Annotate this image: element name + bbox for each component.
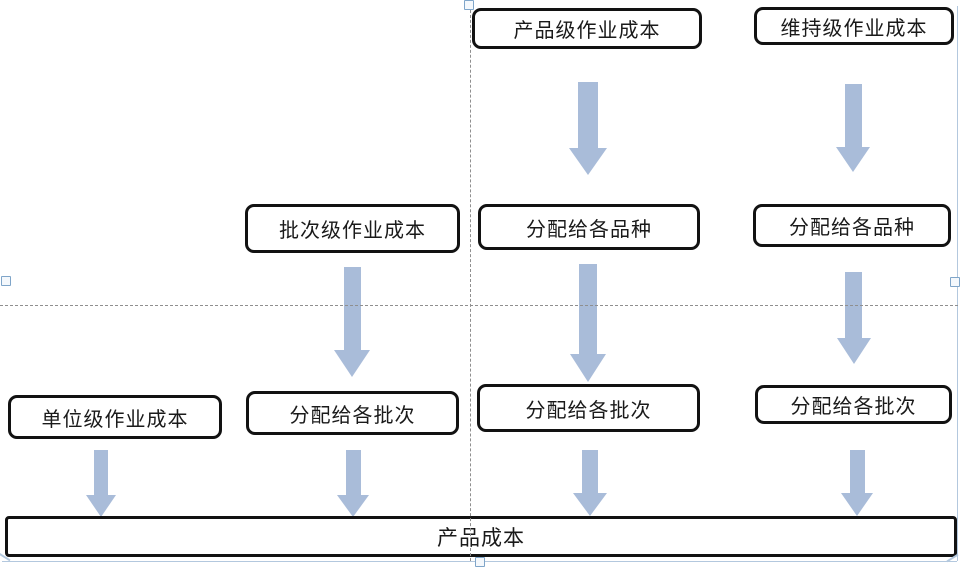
arrow-head-icon [86,495,116,517]
resize-handle-right[interactable] [950,277,960,287]
arrow-sustaining-to-varieties[interactable] [836,84,870,172]
arrow-shaft [579,264,597,354]
node-label: 产品成本 [437,525,525,550]
arrow-shaft [343,267,361,350]
node-allocate-to-varieties-2[interactable]: 分配给各品种 [753,204,951,247]
arrow-shaft [582,450,598,493]
resize-handle-left[interactable] [1,276,11,286]
arrow-batches1-to-product-cost[interactable] [337,450,369,517]
vertical-dashed-guide [470,0,471,561]
node-label: 分配给各品种 [789,217,915,239]
arrow-product-level-to-varieties[interactable] [569,82,607,175]
node-allocate-to-batches-3[interactable]: 分配给各批次 [755,385,952,424]
arrow-batches3-to-product-cost[interactable] [841,450,873,516]
node-label: 产品级作业成本 [513,20,661,42]
node-product-level-cost[interactable]: 产品级作业成本 [472,8,702,49]
arrow-batches2-to-product-cost[interactable] [573,450,607,516]
arrow-head-icon [573,493,607,516]
arrow-head-icon [841,493,873,516]
node-label: 分配给各批次 [525,399,652,422]
node-label: 批次级作业成本 [279,220,426,242]
horizontal-dashed-guide [0,305,958,306]
node-allocate-to-batches-1[interactable]: 分配给各批次 [246,391,459,435]
arrow-head-icon [569,148,607,175]
node-sustaining-level-cost[interactable]: 维持级作业成本 [754,7,954,45]
arrow-shaft [578,82,598,148]
arrow-head-icon [337,495,369,517]
node-allocate-to-batches-2[interactable]: 分配给各批次 [477,384,700,432]
node-label: 分配给各品种 [526,218,652,241]
arrow-shaft [94,450,108,495]
resize-handle-top[interactable] [464,0,474,10]
node-product-cost[interactable]: 产品成本 [5,516,957,557]
arrow-shaft [844,84,862,147]
node-label: 分配给各批次 [289,404,416,427]
arrow-head-icon [570,354,606,382]
node-label: 维持级作业成本 [780,17,928,40]
node-batch-level-cost[interactable]: 批次级作业成本 [245,204,460,253]
arrow-shaft [849,450,865,493]
node-unit-level-cost[interactable]: 单位级作业成本 [8,395,222,439]
arrow-batch-to-batches[interactable] [334,267,370,377]
arrow-head-icon [334,350,370,377]
arrow-head-icon [836,338,871,364]
arrow-unit-to-product-cost[interactable] [86,450,116,517]
arrow-head-icon [836,147,870,172]
arrow-varieties1-to-batches[interactable] [570,264,606,382]
resize-handle-bottom[interactable] [475,557,485,567]
arrow-shaft [345,450,361,495]
arrow-varieties2-to-batches[interactable] [836,272,871,364]
node-allocate-to-varieties-1[interactable]: 分配给各品种 [478,204,700,250]
node-label: 单位级作业成本 [41,408,189,431]
node-label: 分配给各批次 [790,396,917,418]
